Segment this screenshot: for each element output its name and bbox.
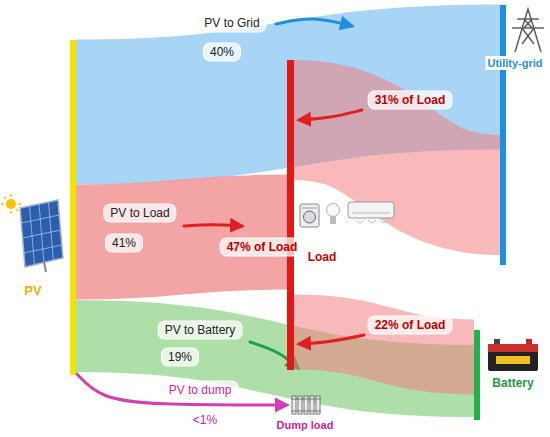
flow-label: PV to Load (103, 204, 176, 223)
flow-band (294, 120, 500, 195)
radiator-icon (291, 396, 321, 414)
node-label: Load (308, 250, 337, 264)
percent-label: <1% (186, 411, 224, 430)
sun-symbol (6, 199, 16, 209)
flow-label: PV to dump (162, 381, 239, 400)
energy-flow (76, 373, 287, 405)
energy-flow (294, 110, 500, 195)
battery-bar: Battery (474, 330, 480, 420)
percent-label: 41% (105, 234, 143, 253)
percent-label: 19% (161, 348, 199, 367)
percent-label: 47% of Load (220, 238, 305, 257)
sun-rays (1, 194, 21, 214)
flow-band (76, 373, 287, 405)
node-label: Battery (492, 376, 533, 390)
solar-panel-icon (1, 194, 63, 272)
flow-label: PV to Grid (197, 14, 266, 33)
appliance-icons (300, 202, 394, 227)
node-label: PV (24, 284, 41, 298)
load-bar: Load (287, 60, 294, 370)
grid-bar: Utility-grid (500, 5, 506, 265)
flow-arrow (276, 19, 352, 26)
flow-label: 31% of Load (368, 91, 453, 110)
battery-icon (488, 339, 538, 371)
node-label: Utility-grid (486, 56, 545, 70)
flow-arrow (184, 225, 242, 226)
node-label: Dump load (277, 418, 334, 432)
flow-arrow (299, 110, 362, 120)
energy-flow (294, 332, 474, 357)
percent-label: 40% (203, 43, 241, 62)
dump-load-box: Dump load (289, 394, 321, 416)
flow-label: 22% of Load (368, 316, 453, 335)
flow-label: PV to Battery (158, 321, 243, 340)
flow-band (294, 332, 474, 357)
pv-bar: PV (70, 40, 76, 375)
pylon-icon (512, 9, 544, 52)
flow-arrow (299, 335, 364, 344)
